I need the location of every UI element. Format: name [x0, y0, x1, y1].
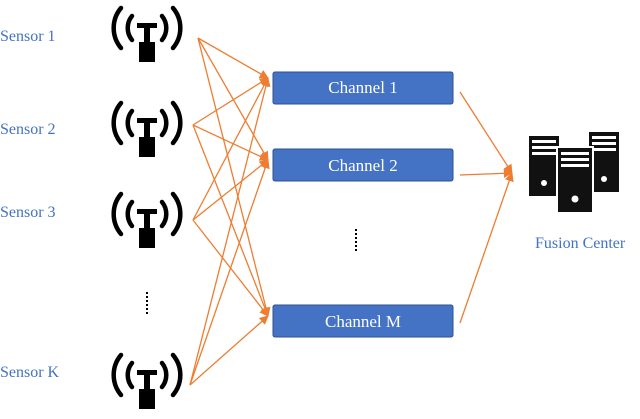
sensor-label: Sensor 3	[0, 204, 56, 221]
antenna-icon	[114, 194, 181, 248]
fusion-center-label: Fusion Center	[535, 235, 626, 252]
channel-box	[272, 304, 454, 338]
channel-label: Channel 1	[328, 78, 397, 97]
sensor-channel-arrow	[189, 159, 270, 386]
channel-label: Channel 2	[328, 156, 397, 175]
channel-fusion-arrow	[459, 168, 513, 178]
sensor-3: Sensor 3	[0, 194, 180, 248]
antenna-icon	[114, 103, 181, 157]
sensor-channel-arrow	[192, 124, 270, 317]
sensor-k: Sensor K	[0, 355, 180, 409]
channel-label: Channel M	[325, 312, 401, 331]
sensor-2: Sensor 2	[0, 103, 180, 157]
sensor-1: Sensor 1	[0, 8, 180, 62]
sensor-channel-arrow	[192, 77, 269, 221]
sensor-channel-arrow	[192, 77, 269, 126]
sensor-channel-arrow	[189, 77, 271, 386]
antenna-icon	[114, 355, 181, 409]
channel-1: Channel 1	[272, 71, 454, 105]
channel-box	[272, 71, 454, 105]
sensor-channel-arrow	[197, 37, 271, 317]
sensor-channel-arrow	[192, 124, 269, 161]
connection-arrows	[189, 37, 514, 386]
channel-box	[272, 148, 454, 182]
antenna-icon	[114, 8, 181, 62]
channel-m: Channel M	[272, 304, 454, 338]
sensor-channel-arrow	[197, 37, 269, 161]
sensor-channel-arrow	[197, 37, 269, 79]
sensor-channel-arrow	[192, 159, 269, 221]
channel-2: Channel 2	[272, 148, 454, 182]
server-icon	[529, 132, 619, 214]
sensor-label: Sensor K	[0, 364, 60, 381]
channel-fusion-arrow	[459, 91, 513, 174]
sensor-label: Sensor 1	[0, 28, 56, 45]
sensor-channel-arrow	[189, 315, 269, 386]
sensor-label: Sensor 2	[0, 121, 56, 138]
channel-fusion-arrow	[459, 172, 514, 324]
